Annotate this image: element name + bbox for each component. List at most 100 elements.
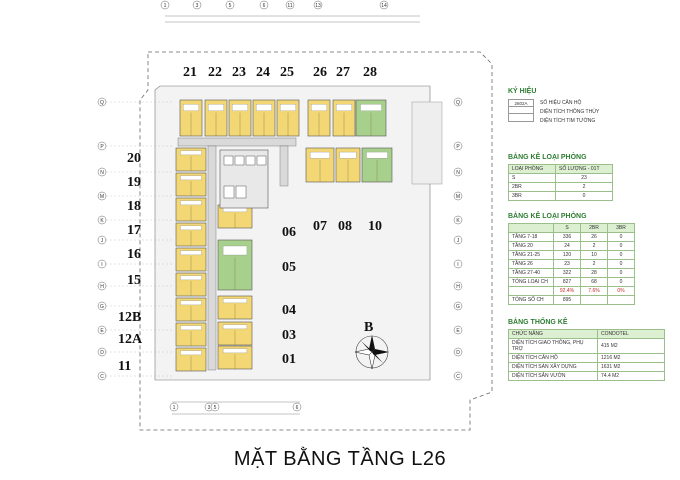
grid-marker: 5 — [225, 0, 235, 10]
table-header: CONDOTEL — [597, 329, 665, 339]
apartment-unit — [175, 172, 207, 197]
apartment-unit — [179, 99, 203, 137]
grid-marker: 14 — [379, 0, 389, 10]
legend-panel: KÝ HIỆU 2602A SỐ HIỆU CĂN HỘ DIỆN TÍCH T… — [508, 88, 658, 126]
svg-text:N: N — [456, 170, 460, 176]
svg-text:1: 1 — [173, 405, 176, 411]
svg-text:J: J — [101, 238, 104, 244]
apartment-unit — [217, 295, 253, 320]
svg-text:D: D — [456, 350, 460, 356]
grid-marker: N — [97, 167, 107, 177]
apartment-unit — [204, 99, 228, 137]
table-cell: 2 — [580, 241, 608, 251]
apartment-unit — [217, 321, 253, 346]
svg-text:G: G — [456, 304, 460, 310]
svg-text:D: D — [100, 350, 104, 356]
table-cell: DIỆN TÍCH SÂN VƯỜN — [508, 371, 598, 381]
percent-cell: 0% — [607, 286, 635, 296]
apartment-unit — [332, 99, 356, 137]
svg-text:Q: Q — [100, 100, 104, 106]
apartment-unit — [228, 99, 252, 137]
table-cell: 0 — [607, 277, 635, 287]
grid-marker: G — [453, 301, 463, 311]
table-cell: 336 — [553, 232, 581, 242]
svg-text:3: 3 — [196, 3, 199, 9]
table-cell: 68 — [580, 277, 608, 287]
percent-cell: 92.4% — [553, 286, 581, 296]
grid-marker: P — [453, 141, 463, 151]
grid-marker: K — [453, 215, 463, 225]
unit-number-label: 18 — [127, 199, 141, 214]
apartment-unit — [252, 99, 276, 137]
svg-text:J: J — [457, 238, 460, 244]
grid-marker: 5 — [210, 402, 220, 412]
svg-text:G: G — [100, 304, 104, 310]
table-cell: 0 — [607, 241, 635, 251]
svg-text:E: E — [456, 328, 460, 334]
table-cell: DIỆN TÍCH GIAO THÔNG, PHỤ TRỢ — [508, 338, 598, 354]
terrace — [411, 101, 443, 185]
table-cell: 28 — [580, 268, 608, 278]
legend-row: SỐ HIỆU CĂN HỘ — [540, 100, 582, 106]
grid-marker: 13 — [313, 0, 323, 10]
svg-text:5: 5 — [229, 3, 232, 9]
table-cell: 0 — [607, 259, 635, 269]
svg-text:5: 5 — [214, 405, 217, 411]
svg-text:13: 13 — [315, 3, 321, 9]
legend-sample-code: 2602A — [514, 101, 528, 106]
table-header: CHỨC NĂNG — [508, 329, 598, 339]
table-cell: 827 — [553, 277, 581, 287]
apartment-unit — [355, 99, 387, 137]
apartment-unit — [175, 247, 207, 272]
grid-marker: G — [97, 301, 107, 311]
grid-marker: C — [453, 371, 463, 381]
apartment-unit — [276, 99, 300, 137]
unit-number-label: 07 — [313, 219, 327, 234]
table-cell — [508, 286, 554, 296]
unit-number-label: 01 — [282, 352, 296, 367]
grid-marker: J — [97, 235, 107, 245]
apartment-unit — [175, 222, 207, 247]
grid-marker: N — [453, 167, 463, 177]
table-cell: 2BR — [508, 182, 556, 192]
stats-panel: BẢNG THỐNG KÊ CHỨC NĂNG CONDOTEL DIỆN TÍ… — [508, 319, 665, 381]
room-type-title: BẢNG KÊ LOẠI PHÒNG — [508, 154, 587, 161]
room-type-panel: BẢNG KÊ LOẠI PHÒNG LOẠI PHÒNG SỐ LƯỢNG -… — [508, 154, 613, 201]
table-cell: TẦNG 26 — [508, 259, 554, 269]
apartment-unit — [175, 297, 207, 322]
grid-marker: M — [97, 191, 107, 201]
apartment-unit — [335, 147, 361, 183]
table-cell: DIỆN TÍCH SÀN XÂY DỰNG — [508, 362, 598, 372]
unit-number-label: 04 — [282, 303, 296, 318]
table-cell: S — [508, 173, 556, 183]
table-cell: 10 — [580, 250, 608, 260]
table-cell: 0 — [607, 232, 635, 242]
corridor-top — [177, 137, 297, 147]
apartment-unit — [217, 345, 253, 370]
table-cell: TẦNG 27-40 — [508, 268, 554, 278]
unit-number-label: 28 — [363, 65, 377, 80]
svg-text:P: P — [100, 144, 104, 150]
svg-text:E: E — [100, 328, 104, 334]
table-header: S — [553, 223, 581, 233]
table-cell: TẦNG 7-18 — [508, 232, 554, 242]
unit-number-label: 16 — [127, 247, 141, 262]
table-cell: 23 — [555, 173, 613, 183]
table-cell: 3BR — [508, 191, 556, 201]
table-header: LOẠI PHÒNG — [508, 164, 556, 174]
table-cell: TỔNG SỐ CH — [508, 295, 554, 305]
table-cell: TẦNG 21-25 — [508, 250, 554, 260]
grid-marker: I — [453, 259, 463, 269]
unit-number-label: 23 — [232, 65, 246, 80]
table-cell: 0 — [607, 268, 635, 278]
apartment-unit — [175, 272, 207, 297]
unit-number-label: 17 — [127, 223, 141, 238]
svg-text:P: P — [456, 144, 460, 150]
table-cell: 0 — [607, 250, 635, 260]
apartment-unit — [175, 147, 207, 172]
